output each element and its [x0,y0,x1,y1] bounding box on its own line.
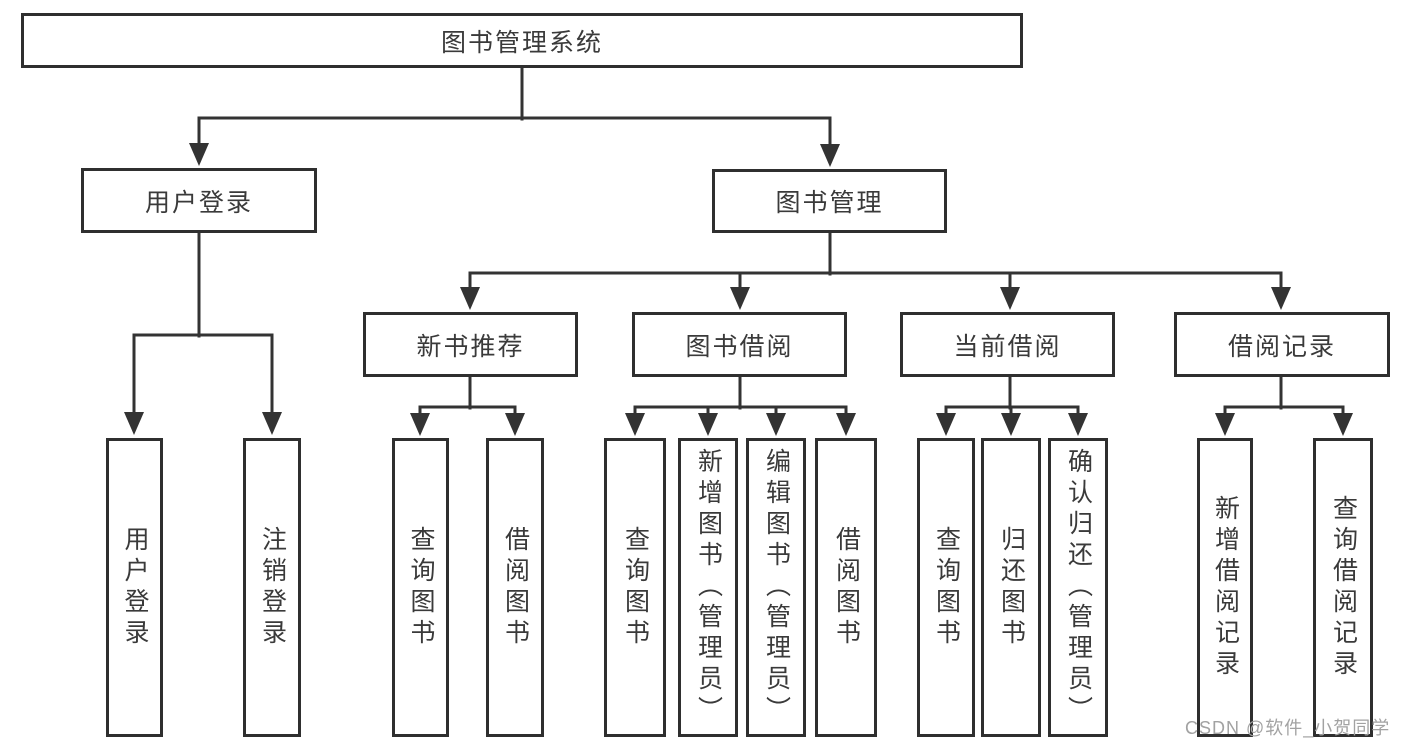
leaf-confirm-return-admin: 确认归还（管理员） [1048,438,1108,737]
node-borrowing-records-label: 借阅记录 [1227,332,1336,361]
node-book-borrowing-label: 图书借阅 [685,332,794,361]
leaf-query-books-current: 查询图书 [917,438,975,737]
leaf-add-books-admin: 新增图书（管理员） [678,438,738,737]
node-new-book-recommend-label: 新书推荐 [416,332,525,361]
node-current-borrowing-label: 当前借阅 [953,332,1062,361]
leaf-add-borrow-record: 新增借阅记录 [1197,438,1253,737]
leaf-logout: 注销登录 [243,438,301,737]
node-new-book-recommend: 新书推荐 [363,312,578,377]
node-user-login: 用户登录 [81,168,317,233]
node-book-management-label: 图书管理 [775,189,884,217]
node-root-label: 图书管理系统 [440,28,603,57]
node-user-login-label: 用户登录 [144,188,253,217]
leaf-borrow-books-borrowing: 借阅图书 [815,438,877,737]
csdn-watermark: CSDN @软件_小贺同学 [1185,718,1391,738]
node-book-borrowing: 图书借阅 [632,312,847,377]
node-book-management: 图书管理 [712,169,947,233]
leaf-query-books-recommend: 查询图书 [392,438,449,737]
node-root: 图书管理系统 [21,13,1023,68]
leaf-borrow-books-recommend: 借阅图书 [486,438,544,737]
leaf-return-books: 归还图书 [981,438,1041,737]
node-borrowing-records: 借阅记录 [1174,312,1390,377]
node-current-borrowing: 当前借阅 [900,312,1115,377]
leaf-edit-books-admin: 编辑图书（管理员） [746,438,806,737]
leaf-user-login: 用户登录 [106,438,163,737]
leaf-query-borrow-record: 查询借阅记录 [1313,438,1373,737]
leaf-query-books-borrowing: 查询图书 [604,438,666,737]
